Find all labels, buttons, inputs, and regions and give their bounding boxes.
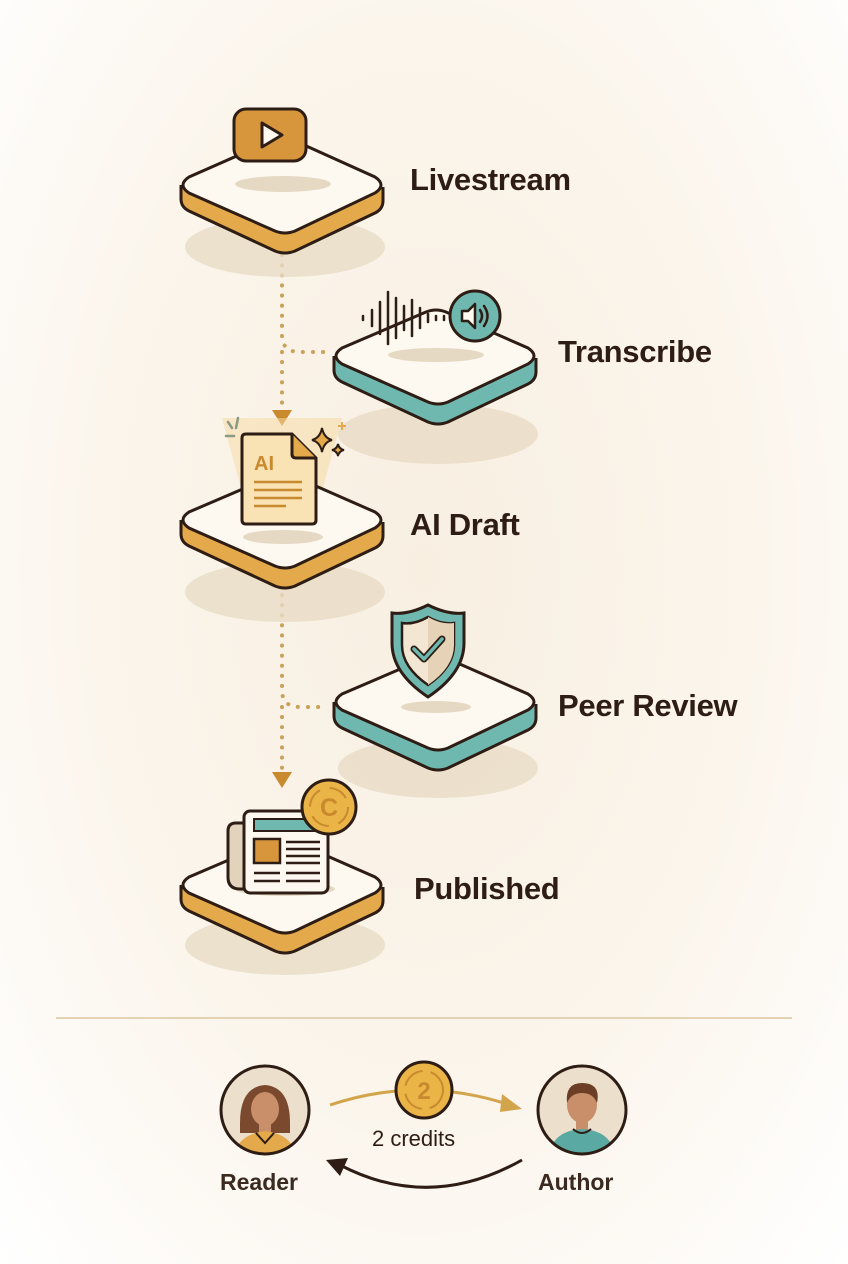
spark-lines-icon — [224, 416, 240, 438]
ai-document-icon: AI — [240, 432, 318, 526]
doc-ai-text: AI — [254, 453, 274, 475]
coin-value: 2 — [417, 1078, 430, 1105]
section-divider — [56, 1017, 792, 1019]
sparkle-icon — [311, 422, 346, 457]
author-label: Author — [538, 1169, 614, 1195]
coin-symbol: C — [320, 794, 338, 822]
platform-gold — [179, 136, 385, 277]
step-label: Transcribe — [558, 334, 712, 369]
credits-label: 2 credits — [372, 1126, 456, 1151]
author-avatar[interactable] — [535, 1063, 629, 1157]
speaker-icon — [448, 289, 502, 343]
play-video-icon — [232, 107, 308, 163]
newspaper-icon — [226, 809, 330, 895]
arrow-head-down — [272, 772, 292, 788]
reader-label: Reader — [220, 1169, 298, 1195]
credit-coin-icon: 2 — [394, 1060, 454, 1120]
platform-teal — [332, 654, 538, 798]
step-label: AI Draft — [410, 507, 520, 542]
audio-waveform-icon — [361, 290, 446, 346]
coin-icon: C — [300, 778, 358, 836]
reader-avatar[interactable] — [218, 1063, 312, 1157]
shield-check-icon — [390, 603, 466, 699]
step-label: Published — [414, 871, 560, 906]
step-label: Livestream — [410, 162, 571, 197]
step-label: Peer Review — [558, 688, 738, 723]
